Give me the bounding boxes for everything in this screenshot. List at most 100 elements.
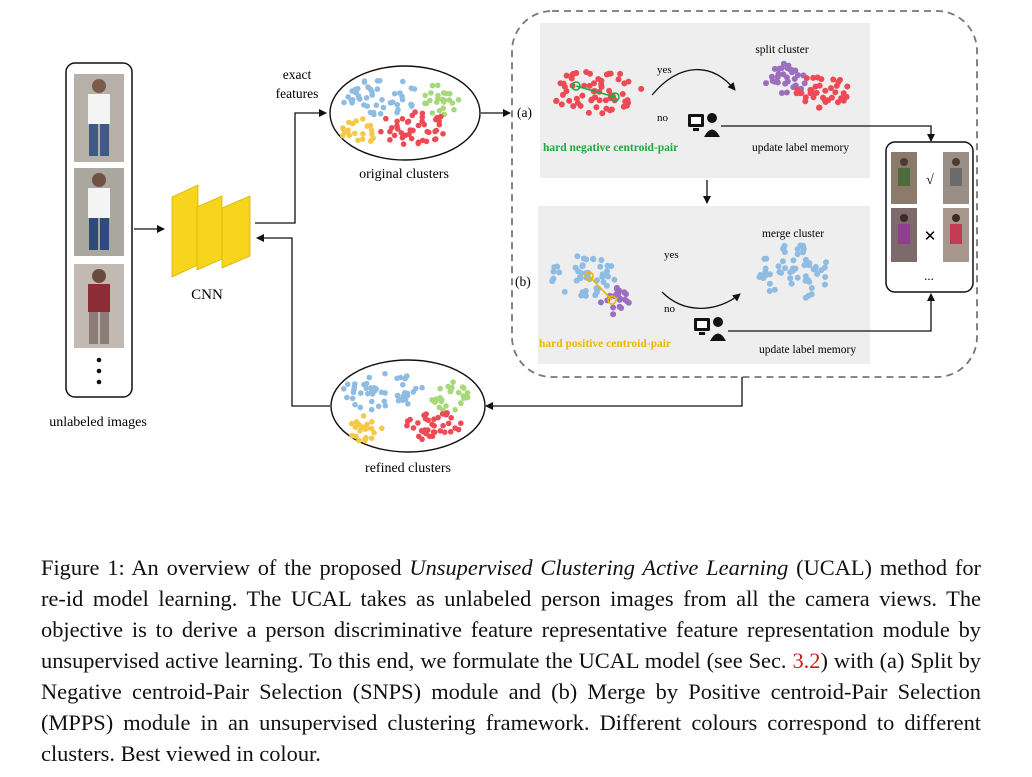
cluster-point (410, 389, 417, 395)
cluster-point (771, 78, 778, 85)
cluster-point (458, 420, 464, 427)
cluster-point (579, 263, 586, 270)
section-reference-link[interactable]: 3.2 (792, 648, 821, 674)
cluster-point (806, 260, 813, 266)
cluster-point (439, 96, 446, 103)
exact-features-label-line1: exact (283, 67, 312, 82)
cluster-point (807, 90, 814, 97)
cluster-point (461, 385, 467, 391)
cluster-point (563, 72, 570, 79)
cluster-point (761, 255, 768, 262)
cluster-point (382, 390, 388, 396)
positive-centroid-2 (607, 295, 617, 305)
active-learning-module-frame (511, 10, 978, 378)
cluster-point (368, 385, 374, 391)
cluster-point (561, 288, 568, 295)
cluster-point (375, 403, 382, 410)
cluster-point (802, 294, 809, 301)
cluster-point (823, 259, 829, 266)
cluster-point (775, 263, 782, 270)
cluster-point (440, 131, 446, 137)
cluster-point (801, 262, 808, 269)
cluster-point (844, 83, 851, 90)
cluster-point (840, 90, 847, 97)
cluster-point (598, 83, 605, 90)
cluster-point (429, 82, 436, 89)
cluster-point (812, 263, 819, 270)
cluster-point (432, 399, 438, 406)
cluster-point (391, 90, 398, 97)
cluster-point (395, 106, 401, 113)
cluster-point (368, 435, 375, 442)
cluster-point (574, 100, 581, 106)
cluster-point (560, 80, 567, 87)
cluster-point (798, 90, 805, 96)
cluster-point (776, 65, 783, 72)
cluster-point (808, 285, 815, 291)
cluster-point (379, 425, 385, 432)
cluster-point (341, 99, 347, 106)
cluster-point (387, 100, 394, 106)
cluster-point (378, 128, 384, 135)
cluster-point (604, 262, 611, 269)
cluster-point (346, 132, 353, 138)
mpps-panel: yes no merge cluster hard positive centr… (538, 206, 870, 364)
merge-before-points (549, 253, 632, 318)
cluster-point (431, 423, 438, 429)
cluster-point (421, 121, 428, 128)
cluster-point (435, 92, 441, 99)
arrow-annotator-b-to-memory (728, 293, 935, 332)
cluster-point (410, 425, 417, 431)
exact-features-label-line2: features (276, 86, 319, 101)
cluster-point (802, 98, 809, 105)
cluster-point (421, 412, 427, 419)
cluster-point (789, 67, 796, 74)
cluster-point (452, 407, 458, 413)
cluster-point (455, 389, 462, 396)
arrow-module-to-refined (485, 377, 743, 410)
cluster-point (368, 425, 375, 432)
cluster-point (801, 80, 808, 87)
cluster-point (780, 60, 787, 67)
cnn-label: CNN (191, 287, 223, 303)
cluster-point (447, 429, 454, 435)
cluster-point (356, 94, 362, 101)
cluster-point (591, 80, 597, 87)
cluster-point (787, 275, 794, 282)
cluster-point (404, 418, 411, 424)
cluster-point (351, 130, 358, 137)
cluster-point (790, 257, 797, 264)
cluster-point (445, 420, 452, 427)
cluster-point (406, 131, 412, 138)
cluster-point (587, 70, 593, 77)
cluster-point (455, 426, 462, 433)
cluster-point (840, 97, 847, 104)
cluster-point (407, 127, 414, 133)
cluster-point (394, 101, 401, 108)
original-clusters-points (340, 77, 462, 147)
cluster-point (580, 291, 587, 298)
cluster-point (604, 268, 610, 275)
cluster-point (775, 71, 782, 77)
cluster-point (574, 253, 581, 260)
cluster-point (379, 97, 385, 103)
cluster-point (766, 288, 773, 294)
person-image-2 (74, 168, 124, 256)
cluster-point (352, 381, 358, 387)
cluster-point (599, 110, 606, 117)
cluster-point (373, 386, 379, 392)
cluster-point (572, 264, 579, 271)
cluster-point (363, 425, 370, 432)
cluster-point (455, 97, 462, 103)
cluster-point (814, 271, 821, 277)
cluster-point (398, 130, 405, 136)
cluster-point (822, 87, 829, 94)
arrow-cnn-to-original-clusters (255, 109, 327, 224)
cluster-point (357, 404, 364, 411)
cluster-point (610, 311, 617, 318)
cluster-point (382, 402, 389, 409)
unlabeled-images-label: unlabeled images (49, 415, 147, 430)
cluster-point (602, 97, 609, 104)
cluster-point (432, 136, 438, 143)
cluster-point (358, 390, 364, 396)
